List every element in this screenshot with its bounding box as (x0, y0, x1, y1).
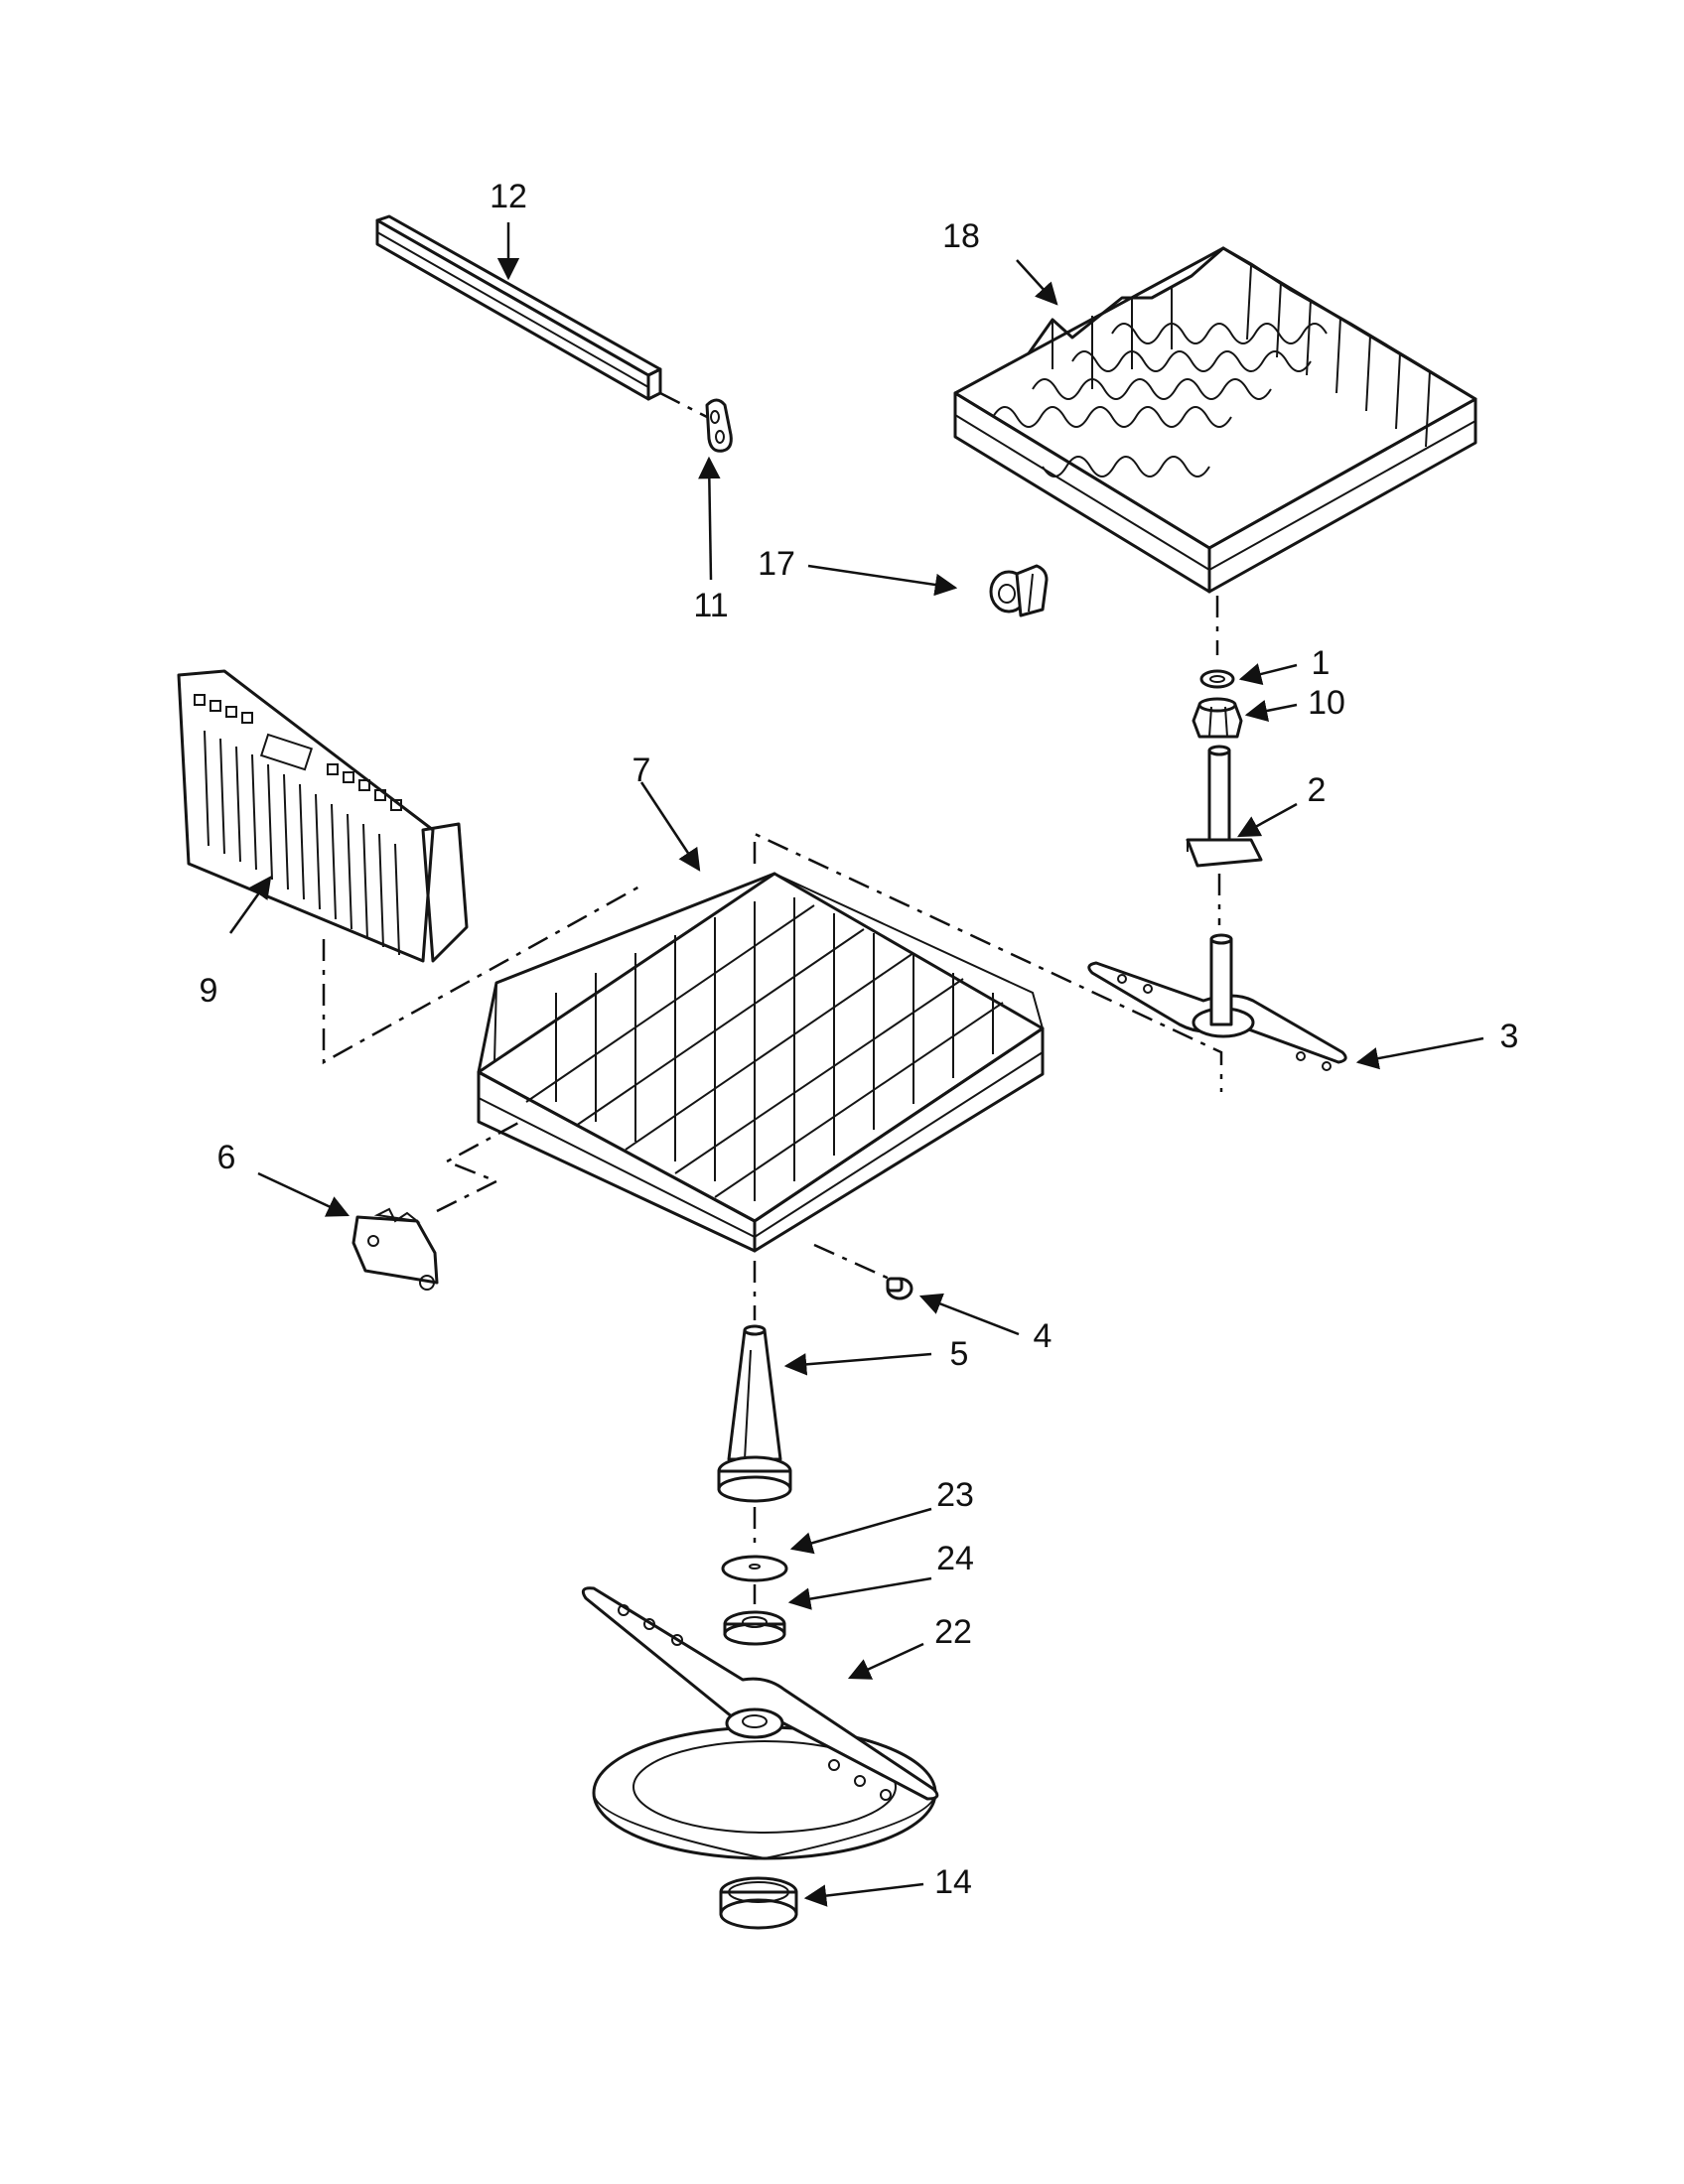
lower-rack-tines (555, 897, 994, 1201)
callout-3: 3 (1500, 1018, 1519, 1055)
basket-grid-cells (194, 694, 402, 811)
leader-4 (918, 1293, 1020, 1336)
callout-2: 2 (1308, 771, 1327, 809)
callout-7: 7 (632, 751, 651, 789)
callout-11: 11 (693, 587, 728, 624)
part-1-washer (1199, 669, 1235, 689)
basket-slots (204, 730, 400, 956)
callout-22: 22 (934, 1613, 972, 1651)
callout-23: 23 (936, 1476, 974, 1514)
callout-9: 9 (200, 972, 218, 1010)
part-23-flat-washer (721, 1555, 788, 1582)
part-18-upper-dishrack (953, 246, 1477, 594)
leader-23 (789, 1507, 932, 1555)
part-6-guide-line (436, 1120, 521, 1213)
callout-6: 6 (217, 1139, 236, 1176)
part-12-guide-line (659, 391, 708, 419)
leader-1 (1238, 663, 1298, 686)
leader-2 (1237, 802, 1298, 838)
part-22-lower-spray-arm-assembly (581, 1586, 939, 1860)
leader-22 (847, 1642, 924, 1680)
leader-9 (228, 876, 272, 934)
part-24-thick-washer (723, 1610, 786, 1646)
upper-rack-wave-tines (992, 323, 1328, 478)
callout-24: 24 (936, 1540, 974, 1577)
part-3-upper-spray-arm (1087, 933, 1347, 1071)
leader-17 (807, 564, 958, 597)
leader-5 (783, 1352, 932, 1376)
part-4-guide-line (813, 1243, 895, 1283)
part-12-rack-rail (375, 214, 662, 401)
part-7-lower-dishrack (477, 872, 1045, 1253)
callout-4: 4 (1034, 1317, 1052, 1355)
part-14-ring (719, 1876, 798, 1930)
leader-6 (257, 1171, 351, 1217)
leader-3 (1355, 1036, 1484, 1070)
part-7-guide-line (753, 832, 1223, 1092)
lower-rack-floor-wires (525, 904, 1004, 1198)
part-2-spray-tube (1186, 745, 1263, 868)
callout-12: 12 (490, 178, 527, 215)
part-4-plug (886, 1277, 913, 1300)
callout-17: 17 (758, 545, 795, 583)
callout-18: 18 (942, 217, 980, 255)
leader-10 (1244, 699, 1298, 723)
callout-1: 1 (1312, 644, 1331, 682)
part-11-rail-clip (705, 398, 733, 453)
callout-14: 14 (934, 1863, 972, 1901)
callout-5: 5 (950, 1335, 969, 1373)
part-5-lower-feed-tube (717, 1324, 792, 1503)
part-10-nut (1192, 697, 1243, 739)
leader-7 (639, 781, 701, 872)
callout-10: 10 (1308, 684, 1345, 722)
part-17-roller (989, 564, 1049, 617)
leader-24 (787, 1576, 932, 1610)
upper-rack-back-wires (1052, 265, 1431, 448)
part-9-silverware-basket (177, 669, 469, 963)
part-6-rack-stop (351, 1207, 439, 1291)
leader-11 (698, 456, 721, 581)
leader-18 (1016, 259, 1058, 306)
leader-14 (803, 1882, 924, 1907)
part-9-guide-line (322, 884, 642, 1065)
